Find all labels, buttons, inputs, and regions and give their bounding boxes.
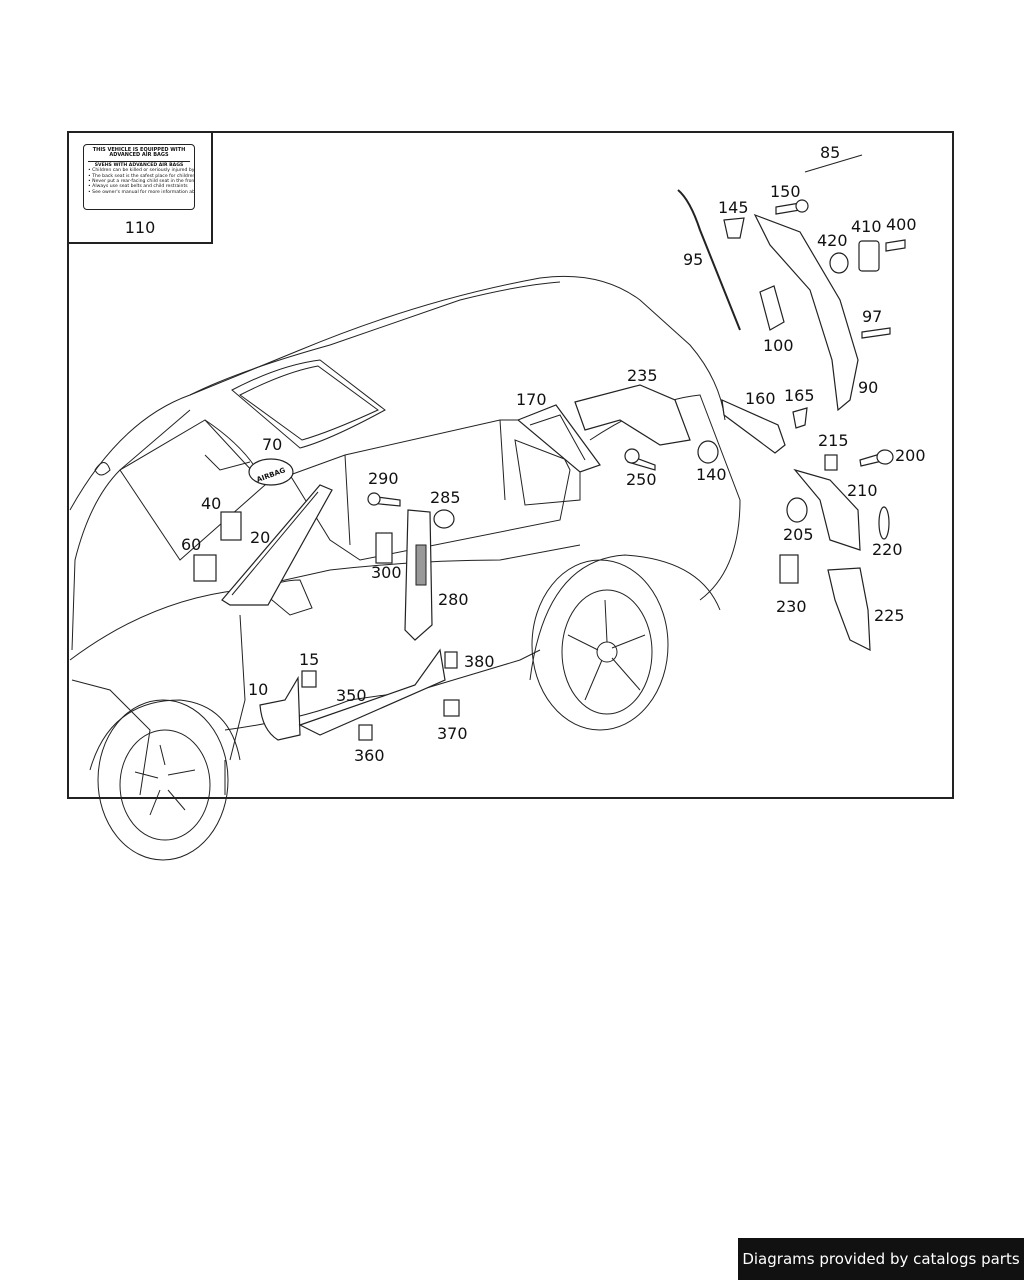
- callout-200: 200: [895, 446, 926, 465]
- sticker-line: See owner's manual for more information …: [88, 190, 194, 195]
- callout-205: 205: [783, 525, 814, 544]
- callout-250: 250: [626, 470, 657, 489]
- sticker-title: THIS VEHICLE IS EQUIPPED WITH ADVANCED A…: [92, 147, 186, 159]
- callout-labels: 10 15 20 40 60 70 85 90 95 97 100 140 14…: [181, 143, 926, 765]
- vehicle-outline: [69, 275, 741, 796]
- trim-parts: [193, 154, 906, 741]
- callout-140: 140: [696, 465, 727, 484]
- callout-40: 40: [201, 494, 221, 513]
- airbag-label-inset: THIS VEHICLE IS EQUIPPED WITH ADVANCED A…: [67, 131, 213, 244]
- sticker-line: Children can be killed or seriously inju…: [88, 168, 194, 173]
- footer-credit: Diagrams provided by catalogs parts: [738, 1238, 1024, 1280]
- front-wheel: [89, 699, 241, 861]
- callout-280: 280: [438, 590, 469, 609]
- callout-290: 290: [368, 469, 399, 488]
- callout-300: 300: [371, 563, 402, 582]
- callout-60: 60: [181, 535, 201, 554]
- callout-150: 150: [770, 182, 801, 201]
- callout-90: 90: [858, 378, 878, 397]
- callout-220: 220: [872, 540, 903, 559]
- callout-110: 110: [124, 218, 156, 237]
- sticker-line: Always use seat belts and child restrain…: [88, 184, 190, 189]
- sticker-subtitle: SVEHS WITH ADVANCED AIR BAGS: [88, 160, 190, 168]
- callout-85: 85: [820, 143, 840, 162]
- callout-165: 165: [784, 386, 815, 405]
- callout-95: 95: [683, 250, 703, 269]
- callout-145: 145: [718, 198, 749, 217]
- callout-170: 170: [516, 390, 547, 409]
- callout-410: 410: [851, 217, 882, 236]
- callout-15: 15: [299, 650, 319, 669]
- callout-70: 70: [262, 435, 282, 454]
- callout-20: 20: [250, 528, 270, 547]
- sticker-line: The back seat is the safest place for ch…: [88, 174, 194, 179]
- callout-230: 230: [776, 597, 807, 616]
- callout-350: 350: [336, 686, 367, 705]
- callout-210: 210: [847, 481, 878, 500]
- callout-97: 97: [862, 307, 882, 326]
- callout-225: 225: [874, 606, 905, 625]
- callout-235: 235: [627, 366, 658, 385]
- sticker-line: Never put a rear-facing child seat in th…: [88, 179, 194, 184]
- callout-420: 420: [817, 231, 848, 250]
- callout-100: 100: [763, 336, 794, 355]
- callout-370: 370: [437, 724, 468, 743]
- callout-400: 400: [886, 215, 917, 234]
- rear-wheel: [529, 554, 721, 731]
- airbag-warning-sticker: THIS VEHICLE IS EQUIPPED WITH ADVANCED A…: [83, 144, 195, 210]
- callout-360: 360: [354, 746, 385, 765]
- callout-10: 10: [248, 680, 268, 699]
- callout-215: 215: [818, 431, 849, 450]
- callout-285: 285: [430, 488, 461, 507]
- callout-160: 160: [745, 389, 776, 408]
- callout-380: 380: [464, 652, 495, 671]
